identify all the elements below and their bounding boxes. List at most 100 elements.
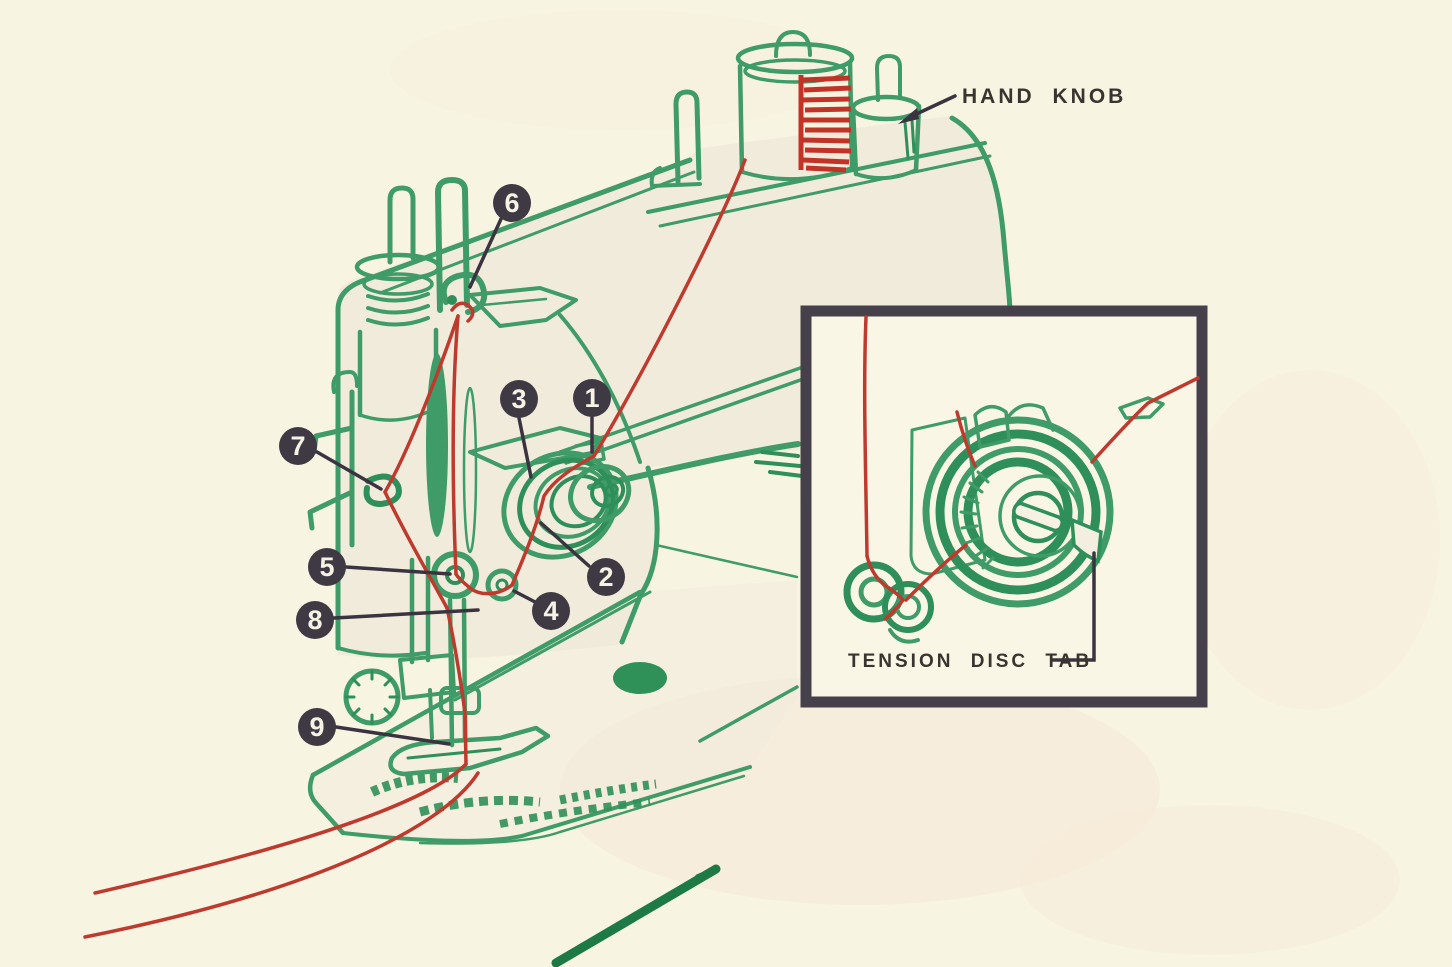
inset-thread-hook: [1118, 396, 1165, 420]
table-edge-mark: [695, 868, 716, 880]
arm-thread-guide: [574, 439, 606, 466]
pillar-right-edge: [949, 115, 1013, 315]
pillar-bed-seam: [654, 543, 799, 579]
bed-left-corner: [307, 772, 346, 836]
ribbed-collar: [366, 292, 430, 327]
spring-loop-small: [882, 581, 934, 633]
spool-top-flange: [743, 58, 847, 84]
head-left-edge: [335, 276, 371, 651]
callouts: 1 2 3 4 5 6 7 8: [279, 184, 625, 746]
tension-screw-slot: [1012, 501, 1064, 533]
bed-front-edge: [341, 765, 752, 843]
tension-screw: [1011, 490, 1065, 544]
tension-discs: [501, 450, 632, 560]
thread-to-needle: [445, 606, 468, 766]
tension-tab-pointer: [1050, 551, 1096, 662]
callout-6-leader: [468, 217, 503, 289]
disc-top-bracket: [973, 405, 1011, 449]
callout-3-number: 3: [511, 384, 526, 414]
tension-disc-tab: [1070, 517, 1103, 564]
right-pin: [435, 177, 470, 313]
callout-9-leader: [334, 725, 451, 746]
callout-2-number: 2: [598, 562, 613, 592]
thread-spool: [735, 30, 855, 182]
rear-thread-guide-foot: [649, 166, 702, 188]
machine-bed: [307, 589, 799, 967]
callout-9: 9: [298, 708, 336, 746]
hand-knob-arrowhead-icon: [898, 108, 919, 124]
callout-1-number: 1: [584, 383, 599, 413]
callout-7: 7: [279, 427, 317, 465]
faceplate: [307, 353, 478, 554]
inset-border: [800, 305, 1208, 708]
tension-disc-tab-label: TENSION DISC TAB: [848, 651, 1092, 672]
tension-disc-detail: [922, 403, 1114, 608]
top-platform-edge-inner: [658, 154, 992, 228]
tint-blob: [1020, 805, 1400, 955]
table-edge: [551, 864, 721, 967]
disc-hatch-ring: [959, 470, 995, 570]
thread-through-tension: [510, 454, 596, 587]
tension-bracket-plate: [468, 426, 602, 470]
callout-5-leader: [344, 565, 452, 576]
inset-thread-path: [862, 315, 1200, 621]
spool-red-thread: [798, 75, 852, 173]
hand-knob-label: HAND KNOB: [962, 85, 1126, 108]
thread-up-to-takeup: [451, 314, 460, 576]
wing-guide-line: [480, 297, 548, 307]
tint-blob: [1180, 370, 1440, 710]
hand-knob-pin: [875, 54, 902, 102]
thread-takeup-loop: [450, 301, 475, 323]
callout-2: 2: [587, 558, 625, 596]
callout-3: 3: [500, 380, 538, 418]
bed-back-contour: [453, 590, 652, 702]
spool-sides: [737, 59, 855, 175]
bed-hole: [613, 662, 667, 694]
top-accessories: [649, 30, 922, 188]
thread-takeup-to-guide7: [383, 314, 460, 494]
take-up-pivot: [447, 295, 457, 305]
thread-path: [83, 158, 747, 939]
presser-clamp: [398, 653, 456, 700]
bed-front-edge-inner: [418, 774, 746, 845]
callout-9-number: 9: [309, 712, 324, 742]
faceplate-slot: [426, 353, 448, 537]
callout-3-leader: [517, 416, 533, 479]
tension-thumb-nut: [998, 474, 1082, 558]
left-spool-pin: [387, 185, 416, 265]
tension-mount-plate: [909, 416, 987, 576]
arm-underside: [587, 441, 801, 490]
thread-check-spring: [454, 572, 514, 596]
faceplate-slot-outline: [462, 386, 478, 554]
bed-right-edge: [698, 685, 799, 743]
hand-knob-label-group: HAND KNOB: [898, 85, 1126, 124]
thread-tail-upper: [93, 762, 468, 895]
spool-top-cap: [735, 41, 855, 75]
callout-8-leader: [332, 608, 480, 620]
tension-assembly: [431, 426, 632, 602]
hand-knob-shade: [903, 118, 916, 160]
tint-blob: [390, 10, 850, 130]
callout-4-leader: [512, 589, 539, 605]
rear-thread-guide-post: [673, 89, 702, 185]
callout-5-number: 5: [319, 552, 334, 582]
callout-6: 6: [493, 184, 531, 222]
presser-foot-slot: [406, 747, 502, 760]
lower-thread-guide: [485, 568, 519, 602]
thread-tail-lower: [83, 771, 480, 939]
callout-7-number: 7: [290, 431, 305, 461]
callout-6-number: 6: [504, 188, 519, 218]
disc-top-spring: [1004, 403, 1055, 432]
inset-detail-box: TENSION DISC TAB: [800, 305, 1208, 708]
head-bottom-edge: [336, 646, 427, 658]
thumb-screw-knurl: [344, 669, 400, 725]
presser-foot: [388, 725, 551, 777]
callout-7-leader: [315, 450, 383, 491]
callout-5: 5: [308, 548, 346, 586]
callout-2-leader: [539, 521, 591, 568]
arm-underside-hatch: [754, 450, 804, 478]
spring-loop-large: [843, 561, 905, 623]
thread-spool-to-guide1: [592, 158, 747, 458]
pillar-left-curve: [619, 465, 660, 645]
